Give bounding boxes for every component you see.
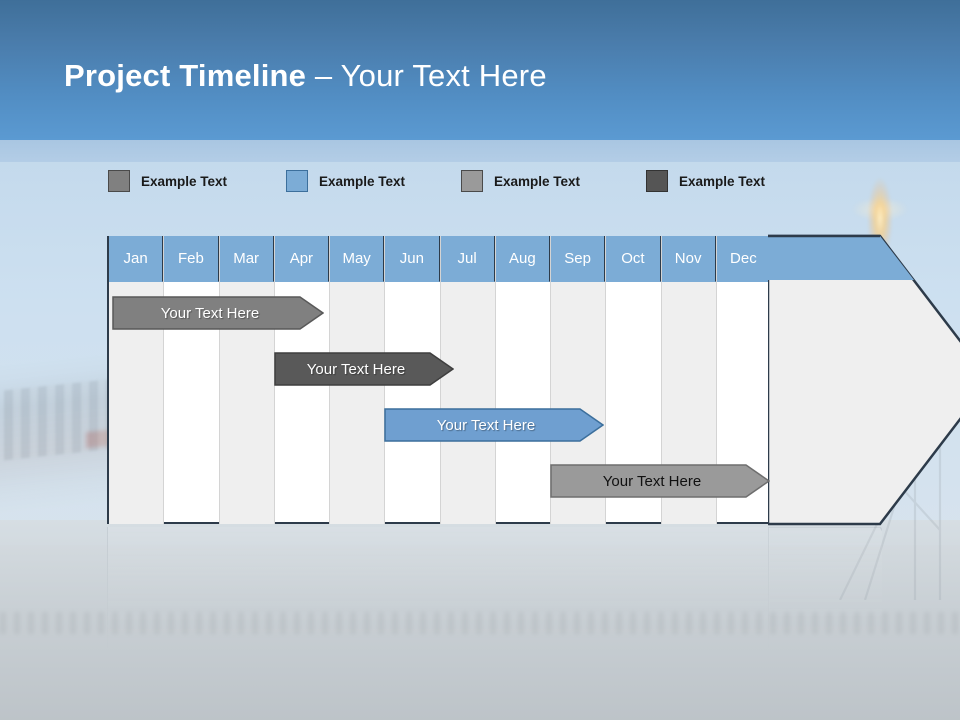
legend-item-2: Example Text [461,168,580,194]
month-header-jul: Jul [440,236,495,282]
month-header-oct: Oct [606,236,661,282]
month-header-sep: Sep [551,236,606,282]
legend-item-1: Example Text [286,168,405,194]
task-bar-label: Your Text Here [436,416,536,434]
month-header-feb: Feb [164,236,219,282]
task-bar-0[interactable]: Your Text Here [112,296,324,330]
task-bar-shape [384,408,604,442]
timeline-column-oct: Oct [606,236,662,524]
reflection-arrow-head [768,527,882,689]
page-title-separator: – [306,58,341,93]
title-band [0,0,960,140]
task-bar-2[interactable]: Your Text Here [384,408,604,442]
month-header-jun: Jun [385,236,440,282]
month-header-aug: Aug [495,236,550,282]
timeline-arrow-head [768,234,960,526]
title-strip [0,140,960,162]
timeline-column-jun: Jun [385,236,441,524]
background-shoreline [0,612,960,634]
month-header-jan: Jan [109,236,164,282]
timeline-column-aug: Aug [495,236,551,524]
timeline-column-feb: Feb [164,236,220,524]
month-header-dec: Dec [716,236,771,282]
legend-swatch-icon [646,170,668,192]
legend-item-label: Example Text [141,173,228,189]
legend-item-0: Example Text [108,168,227,194]
task-bar-shape [112,296,324,330]
legend-item-3: Example Text [646,168,765,194]
background-water [0,520,960,720]
month-header-may: May [330,236,385,282]
legend-item-label: Example Text [494,173,581,189]
task-bar-label: Your Text Here [160,304,260,322]
timeline-column-mar: Mar [219,236,275,524]
month-header-apr: Apr [274,236,329,282]
timeline-column-jan: Jan [109,236,165,524]
task-bar-3[interactable]: Your Text Here [550,464,770,498]
page-title-bold: Project Timeline [64,58,307,93]
page-title-rest: Your Text Here [340,58,547,93]
month-header-nov: Nov [661,236,716,282]
timeline-reflection [107,527,882,692]
task-bar-label: Your Text Here [306,360,406,378]
legend-item-label: Example Text [679,173,766,189]
legend-swatch-icon [461,170,483,192]
reflection-grid [107,527,770,687]
legend-swatch-icon [286,170,308,192]
legend-swatch-icon [108,170,130,192]
task-bar-1[interactable]: Your Text Here [274,352,454,386]
legend-item-label: Example Text [319,173,406,189]
task-bar-shape [550,464,770,498]
month-header-mar: Mar [219,236,274,282]
page-title: Project Timeline – Your Text Here [64,58,547,94]
task-bar-shape [274,352,454,386]
task-bar-label: Your Text Here [602,472,702,490]
timeline-column-jul: Jul [440,236,496,524]
